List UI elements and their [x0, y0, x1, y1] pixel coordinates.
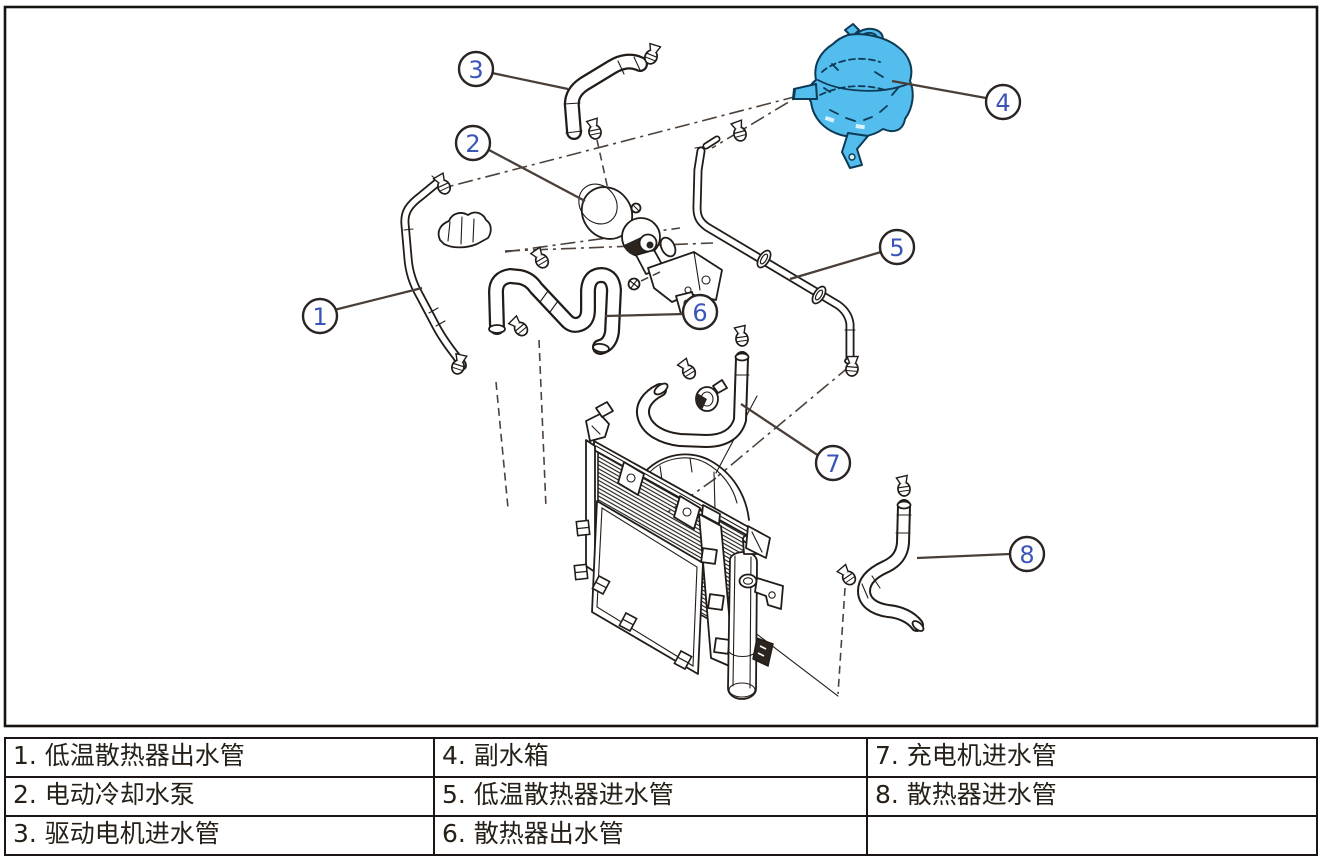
- legend-cell-4: 4. 副水箱: [433, 737, 868, 778]
- radiator-left-column: [585, 439, 596, 573]
- callout-1: 1: [301, 297, 339, 335]
- part-4-auxiliary-reservoir: [792, 23, 914, 169]
- callout-5-number: 5: [889, 234, 904, 262]
- callout-1-number: 1: [312, 303, 327, 331]
- hose-grommet-ring: [695, 379, 728, 412]
- leader-lines: [333, 71, 1011, 560]
- cooling-system-diagram: 1 2 3 4 5 6 7 8: [3, 5, 1319, 728]
- callout-6: 6: [681, 293, 719, 331]
- radiator-front-panel: [591, 500, 704, 675]
- radiator-corner-bracket: [585, 401, 614, 442]
- radiator-assembly: [573, 401, 784, 700]
- part-7-charger-inlet-hose: [636, 324, 750, 448]
- part-2-electric-coolant-pump: [578, 183, 723, 315]
- legend-cell-5: 5. 低温散热器进水管: [433, 776, 868, 817]
- callout-2: 2: [454, 124, 492, 162]
- callout-4: 4: [984, 83, 1022, 121]
- part-3-drive-motor-inlet-hose: [563, 41, 663, 141]
- part-6-radiator-outlet-hose: [488, 245, 622, 355]
- callouts: 1 2 3 4 5 6 7 8: [301, 50, 1046, 573]
- part-1-low-temp-radiator-outlet-pipe: [400, 171, 469, 377]
- legend-cell-1: 1. 低温散热器出水管: [4, 737, 435, 778]
- legend-row: 2. 电动冷却水泵 5. 低温散热器进水管 8. 散热器进水管: [4, 776, 1318, 817]
- callout-3-number: 3: [468, 56, 483, 84]
- legend-cell-6: 6. 散热器出水管: [433, 815, 868, 856]
- radiator-brackets-right: [745, 525, 784, 668]
- legend-cell-empty: [866, 815, 1318, 856]
- callout-4-number: 4: [995, 89, 1010, 117]
- callout-3: 3: [457, 50, 495, 88]
- pipe-clip-bracket: [437, 211, 492, 249]
- radiator-mounting-tabs: [617, 461, 701, 530]
- pump-bolt: [627, 277, 641, 291]
- callout-8: 8: [1008, 535, 1046, 573]
- part-5-low-temp-radiator-inlet-pipe: [692, 119, 860, 378]
- callout-6-number: 6: [692, 299, 707, 327]
- legend-row: 3. 驱动电机进水管 6. 散热器出水管: [4, 815, 1318, 856]
- legend-cell-3: 3. 驱动电机进水管: [4, 815, 435, 856]
- callout-5: 5: [878, 228, 916, 266]
- legend-cell-7: 7. 充电机进水管: [866, 737, 1318, 778]
- part-8-radiator-inlet-hose: [835, 474, 925, 632]
- callout-7-number: 7: [825, 450, 840, 478]
- legend-row: 1. 低温散热器出水管 4. 副水箱 7. 充电机进水管: [4, 737, 1318, 778]
- callout-8-number: 8: [1019, 541, 1034, 569]
- legend-table: 1. 低温散热器出水管 4. 副水箱 7. 充电机进水管 2. 电动冷却水泵 5…: [4, 737, 1318, 856]
- legend-cell-8: 8. 散热器进水管: [866, 776, 1318, 817]
- callout-2-number: 2: [465, 130, 480, 158]
- legend-cell-2: 2. 电动冷却水泵: [4, 776, 435, 817]
- radiator-side-tank: [727, 533, 761, 700]
- callout-7: 7: [814, 444, 852, 482]
- radiator-channel-bracket: [698, 504, 735, 669]
